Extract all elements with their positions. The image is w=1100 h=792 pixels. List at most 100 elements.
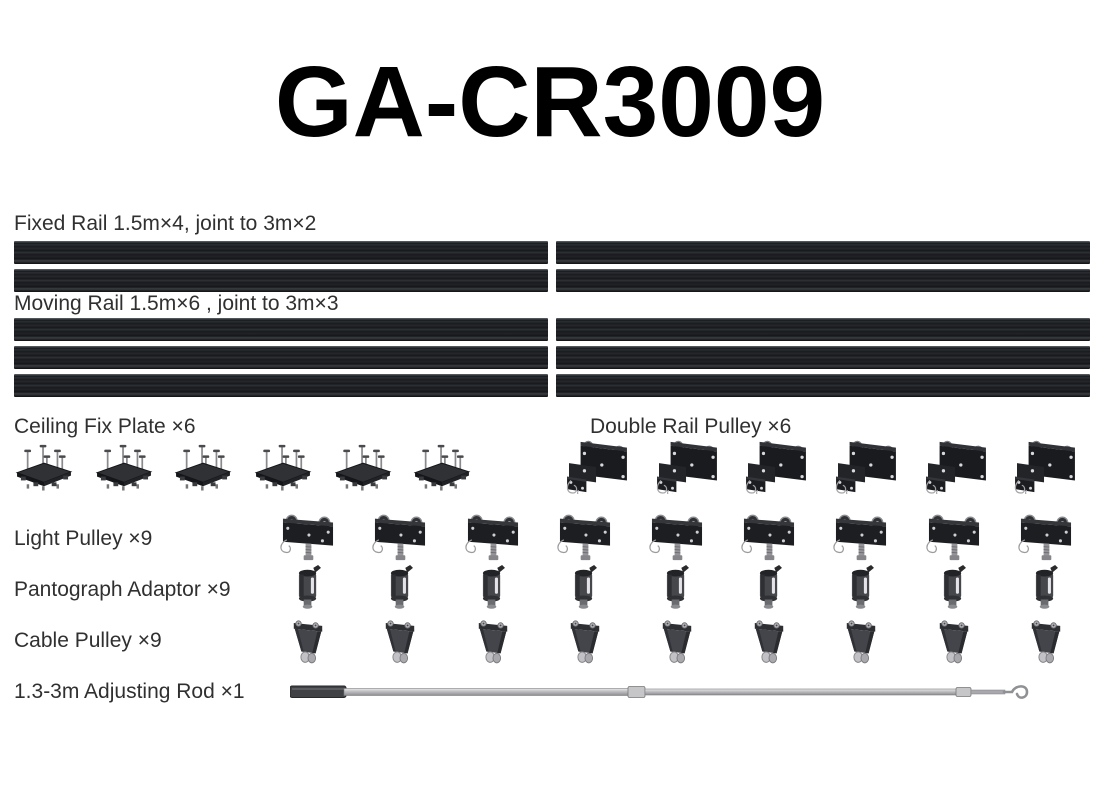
double-rail-pulley-item bbox=[911, 438, 1001, 496]
fixed-rail-group bbox=[14, 241, 1090, 292]
rail-segment bbox=[556, 346, 1090, 369]
ceiling-fix-plate-item bbox=[4, 441, 84, 495]
cable-pulley-icon bbox=[847, 620, 876, 664]
light-pulley-icon bbox=[833, 514, 887, 561]
ceiling-fix-plate-item bbox=[84, 441, 164, 495]
pantograph-adaptor-item bbox=[354, 565, 446, 613]
rail-segment bbox=[556, 241, 1090, 264]
light-pulley-item bbox=[262, 510, 354, 564]
ceiling-fix-plate-icon bbox=[174, 444, 232, 491]
ceiling-fix-plate-icon bbox=[95, 444, 152, 491]
double-rail-pulley-item bbox=[1000, 438, 1090, 496]
light-pulley-icon bbox=[464, 514, 518, 561]
double-rail-pulley-label: Double Rail Pulley ×6 bbox=[590, 415, 792, 438]
light-pulley-label: Light Pulley ×9 bbox=[14, 527, 153, 550]
double-rail-pulley-row bbox=[552, 438, 1090, 496]
pantograph-adaptor-icon bbox=[1036, 565, 1059, 609]
double-rail-pulley-item bbox=[731, 438, 821, 496]
moving-rail-group bbox=[14, 318, 1090, 397]
double-rail-pulley-icon bbox=[566, 440, 627, 494]
rail-segment bbox=[556, 374, 1090, 397]
light-pulley-row bbox=[262, 510, 1092, 564]
moving-rail-label: Moving Rail 1.5m×6 , joint to 3m×3 bbox=[14, 292, 339, 315]
light-pulley-item bbox=[723, 510, 815, 564]
pantograph-adaptor-item bbox=[446, 565, 538, 613]
cable-pulley-item bbox=[723, 618, 815, 668]
cable-pulley-icon bbox=[662, 620, 692, 664]
rail-row bbox=[14, 269, 1090, 292]
rail-segment bbox=[14, 269, 548, 292]
cable-pulley-item bbox=[446, 618, 538, 668]
pantograph-adaptor-label: Pantograph Adaptor ×9 bbox=[14, 578, 231, 601]
product-title: GA-CR3009 bbox=[274, 46, 826, 158]
rail-row bbox=[14, 241, 1090, 264]
pantograph-adaptor-icon bbox=[667, 565, 690, 609]
rail-segment bbox=[14, 346, 548, 369]
double-rail-pulley-icon bbox=[835, 440, 896, 494]
cable-pulley-item bbox=[1000, 618, 1092, 668]
cable-pulley-row bbox=[262, 618, 1092, 668]
light-pulley-item bbox=[354, 510, 446, 564]
light-pulley-icon bbox=[280, 514, 334, 561]
ceiling-fix-plate-label: Ceiling Fix Plate ×6 bbox=[14, 415, 196, 438]
double-rail-pulley-icon bbox=[925, 440, 986, 494]
light-pulley-icon bbox=[1018, 514, 1071, 561]
adjusting-rod-row bbox=[290, 682, 1042, 702]
light-pulley-icon bbox=[649, 514, 703, 561]
double-rail-pulley-item bbox=[821, 438, 911, 496]
double-rail-pulley-icon bbox=[656, 440, 717, 494]
ceiling-fix-plate-item bbox=[402, 441, 482, 495]
pantograph-adaptor-item bbox=[908, 565, 1000, 613]
cable-pulley-icon bbox=[570, 620, 599, 664]
pantograph-adaptor-icon bbox=[851, 565, 874, 609]
cable-pulley-item bbox=[539, 618, 631, 668]
cable-pulley-item bbox=[908, 618, 1000, 668]
light-pulley-item bbox=[446, 510, 538, 564]
rail-segment bbox=[556, 269, 1090, 292]
pantograph-adaptor-item bbox=[262, 565, 354, 613]
pantograph-adaptor-icon bbox=[759, 565, 782, 609]
pantograph-adaptor-item bbox=[631, 565, 723, 613]
fixed-rail-label: Fixed Rail 1.5m×4, joint to 3m×2 bbox=[14, 212, 317, 235]
pantograph-adaptor-item bbox=[723, 565, 815, 613]
ceiling-fix-plate-item bbox=[163, 441, 243, 495]
ceiling-fix-plate-icon bbox=[254, 444, 312, 491]
cable-pulley-item bbox=[631, 618, 723, 668]
pantograph-adaptor-icon bbox=[944, 565, 967, 609]
rail-segment bbox=[14, 241, 548, 264]
ceiling-fix-plate-item bbox=[323, 441, 403, 495]
light-pulley-item bbox=[1000, 510, 1092, 564]
ceiling-fix-plate-row bbox=[4, 441, 482, 495]
cable-pulley-item bbox=[262, 618, 354, 668]
ceiling-fix-plate-icon bbox=[15, 444, 73, 491]
light-pulley-icon bbox=[925, 514, 979, 561]
adjusting-rod-icon bbox=[290, 685, 1029, 699]
pantograph-adaptor-row bbox=[262, 565, 1092, 613]
cable-pulley-icon bbox=[754, 620, 784, 664]
rail-segment bbox=[14, 374, 548, 397]
rail-row bbox=[14, 374, 1090, 397]
light-pulley-item bbox=[908, 510, 1000, 564]
ceiling-fix-plate-item bbox=[243, 441, 323, 495]
rail-row bbox=[14, 318, 1090, 341]
pantograph-adaptor-icon bbox=[390, 565, 413, 609]
pantograph-adaptor-icon bbox=[482, 565, 506, 609]
cable-pulley-icon bbox=[386, 620, 415, 664]
pantograph-adaptor-icon bbox=[298, 565, 321, 609]
pantograph-adaptor-item bbox=[1000, 565, 1092, 613]
rail-row bbox=[14, 346, 1090, 369]
double-rail-pulley-item bbox=[642, 438, 732, 496]
light-pulley-item bbox=[539, 510, 631, 564]
cable-pulley-icon bbox=[293, 620, 323, 664]
double-rail-pulley-icon bbox=[746, 440, 807, 494]
double-rail-pulley-icon bbox=[1015, 440, 1076, 494]
rail-segment bbox=[556, 318, 1090, 341]
cable-pulley-item bbox=[354, 618, 446, 668]
light-pulley-item bbox=[631, 510, 723, 564]
cable-pulley-item bbox=[815, 618, 907, 668]
pantograph-adaptor-item bbox=[539, 565, 631, 613]
cable-pulley-label: Cable Pulley ×9 bbox=[14, 629, 162, 652]
ceiling-fix-plate-icon bbox=[334, 444, 391, 491]
cable-pulley-icon bbox=[478, 620, 507, 664]
